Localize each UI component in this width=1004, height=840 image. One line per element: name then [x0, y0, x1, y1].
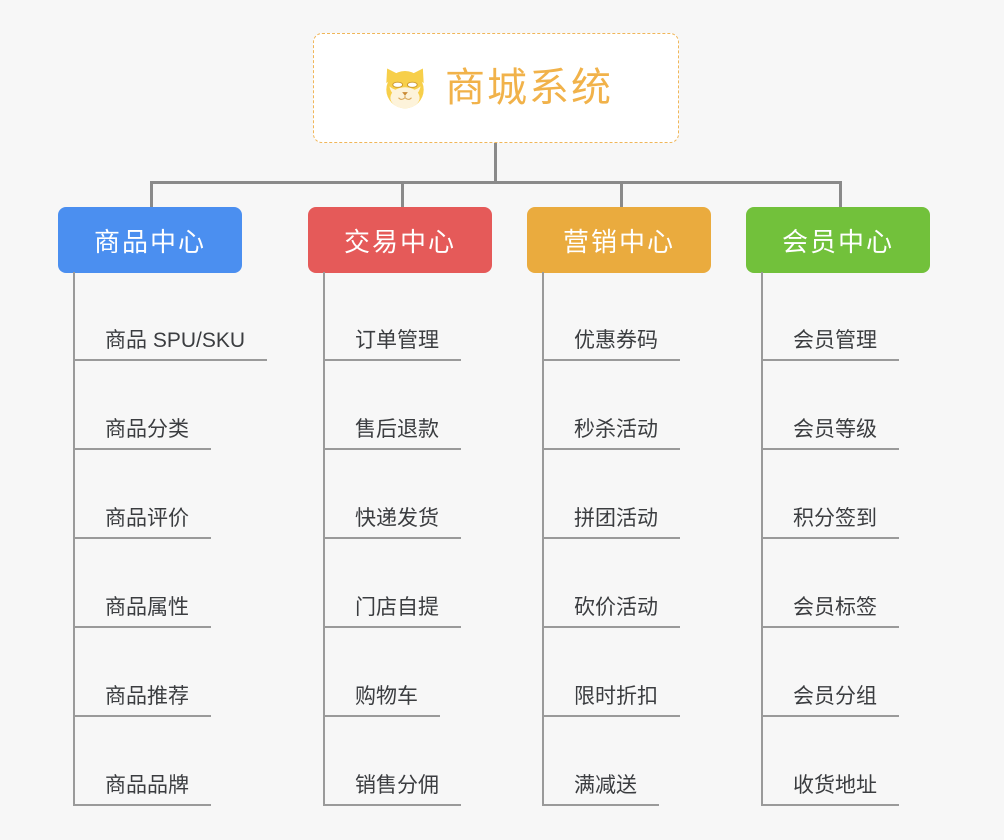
- item-label: 会员管理: [761, 329, 899, 361]
- list-item[interactable]: 会员等级: [761, 361, 899, 450]
- column-spine-marketing: [542, 272, 544, 806]
- list-item[interactable]: 商品分类: [73, 361, 267, 450]
- connector-root-stem: [494, 143, 497, 183]
- item-label: 商品推荐: [73, 685, 211, 717]
- list-item[interactable]: 销售分佣: [323, 717, 461, 806]
- category-header-trade-label: 交易中心: [343, 226, 456, 257]
- column-spine-trade: [323, 272, 325, 806]
- item-label: 商品 SPU/SKU: [73, 329, 268, 361]
- item-label: 会员等级: [761, 418, 899, 450]
- list-item[interactable]: 会员标签: [761, 539, 899, 628]
- item-label: 门店自提: [323, 596, 461, 628]
- connector-drop-4: [839, 181, 842, 207]
- column-spine-member: [761, 272, 763, 806]
- list-item[interactable]: 会员管理: [761, 272, 899, 361]
- item-label: 收货地址: [761, 774, 899, 806]
- list-item[interactable]: 订单管理: [323, 272, 461, 361]
- shiba-dog-icon: [379, 62, 431, 114]
- column-marketing: 优惠券码 秒杀活动 拼团活动 砍价活动 限时折扣 满减送: [542, 272, 680, 806]
- list-item[interactable]: 积分签到: [761, 450, 899, 539]
- list-item[interactable]: 购物车: [323, 628, 461, 717]
- list-item[interactable]: 拼团活动: [542, 450, 680, 539]
- category-header-marketing-label: 营销中心: [562, 226, 675, 257]
- list-item[interactable]: 门店自提: [323, 539, 461, 628]
- item-label: 秒杀活动: [542, 418, 680, 450]
- connector-drop-3: [620, 181, 623, 207]
- list-item[interactable]: 商品品牌: [73, 717, 267, 806]
- category-header-marketing[interactable]: 营销中心: [527, 207, 711, 273]
- root-title: 商城系统: [445, 66, 613, 110]
- list-item[interactable]: 快递发货: [323, 450, 461, 539]
- item-label: 商品分类: [73, 418, 211, 450]
- item-label: 售后退款: [323, 418, 461, 450]
- category-header-product-label: 商品中心: [93, 226, 206, 257]
- category-header-member-label: 会员中心: [781, 226, 894, 257]
- list-item[interactable]: 秒杀活动: [542, 361, 680, 450]
- item-label: 商品品牌: [73, 774, 211, 806]
- item-label: 积分签到: [761, 507, 899, 539]
- list-item[interactable]: 会员分组: [761, 628, 899, 717]
- item-label: 商品评价: [73, 507, 211, 539]
- connector-horizontal-bus: [151, 181, 841, 184]
- list-item[interactable]: 商品评价: [73, 450, 267, 539]
- item-label: 购物车: [323, 685, 440, 717]
- item-label: 商品属性: [73, 596, 211, 628]
- item-label: 会员分组: [761, 685, 899, 717]
- item-label: 砍价活动: [542, 596, 680, 628]
- list-item[interactable]: 收货地址: [761, 717, 899, 806]
- list-item[interactable]: 商品属性: [73, 539, 267, 628]
- column-trade: 订单管理 售后退款 快递发货 门店自提 购物车 销售分佣: [323, 272, 461, 806]
- root-node-shop-system[interactable]: 商城系统: [313, 33, 679, 143]
- connector-drop-1: [150, 181, 153, 207]
- item-label: 优惠券码: [542, 329, 680, 361]
- item-label: 满减送: [542, 774, 659, 806]
- list-item[interactable]: 商品 SPU/SKU: [73, 272, 268, 361]
- item-label: 拼团活动: [542, 507, 680, 539]
- connector-drop-2: [401, 181, 404, 207]
- column-spine-product: [73, 272, 75, 806]
- list-item[interactable]: 砍价活动: [542, 539, 680, 628]
- list-item[interactable]: 优惠券码: [542, 272, 680, 361]
- column-product: 商品 SPU/SKU 商品分类 商品评价 商品属性 商品推荐 商品品牌: [73, 272, 268, 806]
- list-item[interactable]: 售后退款: [323, 361, 461, 450]
- category-header-trade[interactable]: 交易中心: [308, 207, 492, 273]
- item-label: 限时折扣: [542, 685, 680, 717]
- item-label: 快递发货: [323, 507, 461, 539]
- category-header-product[interactable]: 商品中心: [58, 207, 242, 273]
- category-header-member[interactable]: 会员中心: [746, 207, 930, 273]
- item-label: 销售分佣: [323, 774, 461, 806]
- list-item[interactable]: 限时折扣: [542, 628, 680, 717]
- list-item[interactable]: 满减送: [542, 717, 680, 806]
- column-member: 会员管理 会员等级 积分签到 会员标签 会员分组 收货地址: [761, 272, 899, 806]
- list-item[interactable]: 商品推荐: [73, 628, 267, 717]
- item-label: 订单管理: [323, 329, 461, 361]
- item-label: 会员标签: [761, 596, 899, 628]
